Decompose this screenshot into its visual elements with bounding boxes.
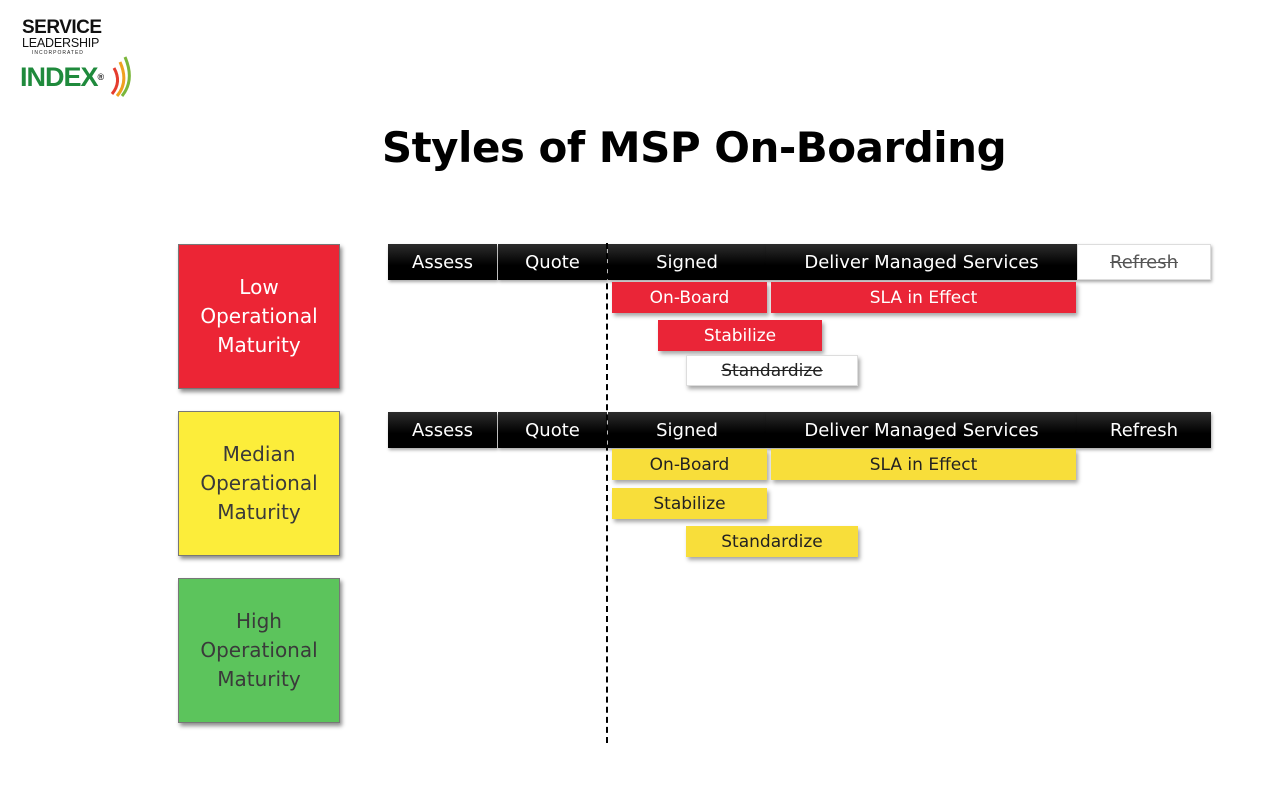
median-bar-standardize: Standardize <box>686 526 858 557</box>
low-bar-stabilize: Stabilize <box>658 320 822 351</box>
median-phase-signed: Signed <box>608 412 766 448</box>
high-maturity-label: High Operational Maturity <box>200 609 318 691</box>
logo-line-leadership: LEADERSHIP <box>22 36 100 50</box>
logo-line-index: INDEX® <box>20 62 105 92</box>
low-maturity-box: Low Operational Maturity <box>178 244 340 389</box>
service-leadership-logo: SERVICE LEADERSHIP INCORPORATED INDEX® <box>20 18 140 98</box>
median-maturity-box: Median Operational Maturity <box>178 411 340 556</box>
page-title: Styles of MSP On-Boarding <box>381 123 1007 172</box>
low-bar-sla: SLA in Effect <box>771 282 1076 313</box>
logo-line-service: SERVICE <box>22 17 102 38</box>
logo-index-text: INDEX <box>20 62 99 92</box>
low-bar-standardize: Standardize <box>686 355 858 386</box>
median-phase-refresh: Refresh <box>1077 412 1211 448</box>
low-phase-refresh: Refresh <box>1077 244 1211 280</box>
median-phase-deliver: Deliver Managed Services <box>766 412 1077 448</box>
logo-line-incorporated: INCORPORATED <box>32 50 84 56</box>
low-phase-quote: Quote <box>498 244 607 280</box>
low-phase-deliver: Deliver Managed Services <box>766 244 1077 280</box>
high-maturity-box: High Operational Maturity <box>178 578 340 723</box>
logo-registered-mark: ® <box>97 72 105 82</box>
signed-dashed-divider <box>606 243 608 743</box>
median-maturity-label: Median Operational Maturity <box>200 442 318 524</box>
median-bar-sla: SLA in Effect <box>771 449 1076 480</box>
median-phase-assess: Assess <box>388 412 497 448</box>
logo-arcs-icon <box>110 56 131 97</box>
median-bar-onboard: On-Board <box>612 449 767 480</box>
median-bar-stabilize: Stabilize <box>612 488 767 519</box>
low-bar-onboard: On-Board <box>612 282 767 313</box>
low-maturity-label: Low Operational Maturity <box>200 275 318 357</box>
median-phase-quote: Quote <box>498 412 607 448</box>
low-phase-signed: Signed <box>608 244 766 280</box>
low-phase-assess: Assess <box>388 244 497 280</box>
